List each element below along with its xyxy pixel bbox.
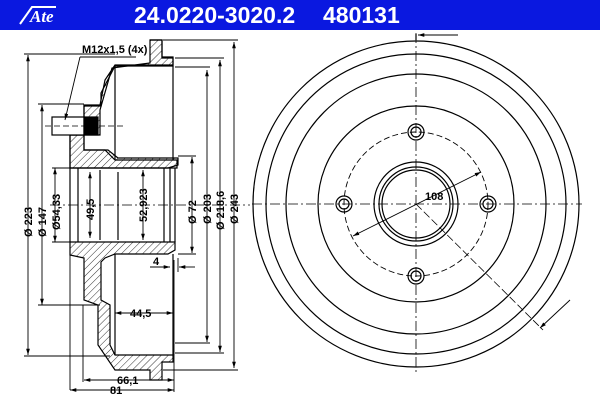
part-number: 24.0220-3020.2 bbox=[134, 2, 296, 28]
dim-52-923: 52,923 bbox=[138, 188, 150, 222]
reference-number: 480131 bbox=[323, 2, 400, 28]
dim-81: 81 bbox=[110, 385, 122, 397]
side-dimension-labels: M12x1,5 (4x) Ø 223 Ø 147 Ø54,33 49,5 52,… bbox=[23, 44, 241, 397]
pcd-label: 108 bbox=[425, 191, 443, 203]
dim-4: 4 bbox=[153, 256, 160, 268]
dim-72: Ø 72 bbox=[187, 200, 199, 224]
technical-drawing: M12x1,5 (4x) Ø 223 Ø 147 Ø54,33 49,5 52,… bbox=[23, 33, 582, 397]
dim-147: Ø 147 bbox=[37, 207, 49, 237]
thread-label: M12x1,5 (4x) bbox=[82, 44, 148, 56]
front-view bbox=[252, 33, 582, 372]
dim-44-5: 44,5 bbox=[130, 308, 151, 320]
dim-243: Ø 243 bbox=[229, 194, 241, 224]
svg-text:Ate: Ate bbox=[29, 7, 54, 26]
dim-218-6: Ø 218,6 bbox=[215, 191, 227, 230]
dim-49-5: 49,5 bbox=[85, 199, 97, 220]
dim-54-33: Ø54,33 bbox=[51, 194, 63, 230]
side-dimension-lines bbox=[24, 39, 238, 392]
dim-223: Ø 223 bbox=[23, 207, 35, 237]
side-section-view bbox=[45, 39, 250, 381]
dim-66-1: 66,1 bbox=[117, 375, 138, 387]
ate-logo-icon: Ate bbox=[19, 6, 56, 26]
dim-203: Ø 203 bbox=[202, 194, 214, 224]
front-dimension-lines bbox=[352, 33, 571, 329]
header-bar: Ate 24.0220-3020.2 480131 bbox=[0, 0, 600, 30]
